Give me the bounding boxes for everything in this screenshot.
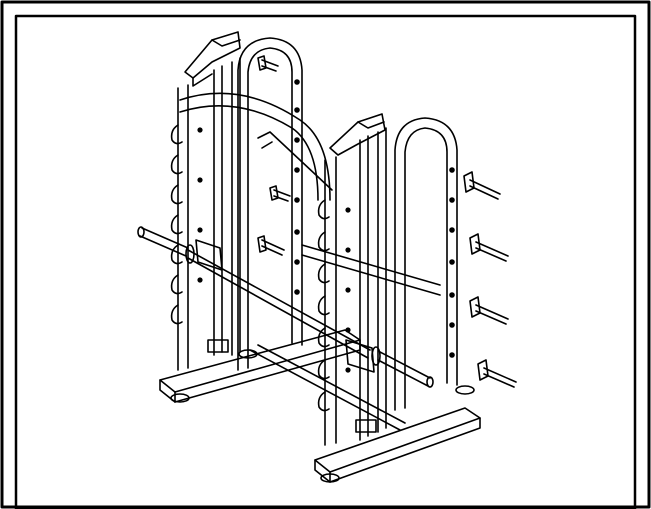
bolt-icon	[257, 55, 279, 72]
right-front-upright	[317, 113, 387, 446]
left-front-upright	[170, 31, 241, 371]
barbell	[137, 226, 434, 388]
top-crossbar	[179, 92, 333, 201]
bolt-icon	[257, 235, 285, 256]
bolt-icon	[477, 359, 517, 388]
hardware-bolts	[257, 55, 517, 388]
bolt-icon	[463, 171, 501, 200]
bolt-icon	[269, 185, 291, 202]
inner-border	[14, 14, 637, 509]
rear-frame	[237, 37, 441, 371]
right-rear-arch	[394, 117, 458, 411]
bolt-icon	[469, 233, 509, 262]
bolt-icon	[469, 296, 509, 325]
